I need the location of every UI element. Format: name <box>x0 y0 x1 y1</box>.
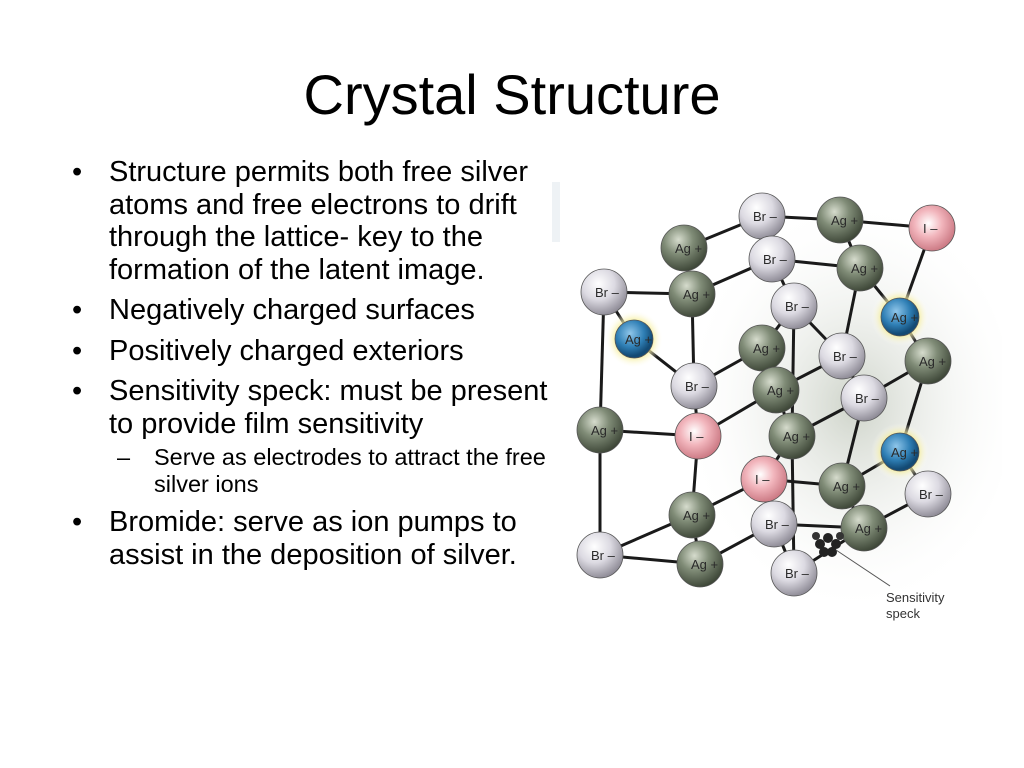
bullet-text: Bromide: serve as ion pumps to assist in… <box>109 506 517 571</box>
silver-ion: Ag + <box>752 366 800 414</box>
silver-ion: Ag + <box>768 412 816 460</box>
atom-label: Br – <box>591 548 616 563</box>
bullet-marker: • <box>72 506 83 538</box>
atom-label: I – <box>689 429 704 444</box>
silver-ion: Ag + <box>668 270 716 318</box>
bullet-marker: • <box>72 375 83 407</box>
bullet-text: Positively charged exteriors <box>109 334 464 367</box>
atom-label: Ag + <box>753 341 780 356</box>
bromide-ion: Br – <box>748 235 796 283</box>
atom-label: Ag + <box>851 261 878 276</box>
silver-ion: Ag + <box>660 224 708 272</box>
atom-label: Br – <box>753 209 778 224</box>
atom-label: Ag + <box>831 213 858 228</box>
silver-ion: Ag + <box>576 406 624 454</box>
bromide-ion: Br – <box>670 362 718 410</box>
bullet-item: • Sensitivity speck: must be present to … <box>72 375 562 498</box>
atom-label: Ag + <box>591 423 618 438</box>
silver-ion: Ag + <box>816 196 864 244</box>
callout-label-line1: Sensitivity <box>886 590 945 605</box>
bromide-ion: Br – <box>840 374 888 422</box>
atom-label: Ag + <box>783 429 810 444</box>
atom-label: Ag + <box>891 445 918 460</box>
bullet-text: Structure permits both free silver atoms… <box>109 156 529 286</box>
crystal-lattice-illustration: Br – Ag + Ag + Br – Ag + Ag + Br – I – Ag + Ag + B… <box>552 182 1002 621</box>
atom-label: Br – <box>855 391 880 406</box>
lattice-atoms: Br – Ag + Ag + Br – Ag + Ag + Br – I – Ag + Ag + B… <box>576 192 956 597</box>
silver-ion: Ag + <box>904 337 952 385</box>
bullet-item: • Structure permits both free silver ato… <box>72 156 562 286</box>
free-silver-ion: Ag + <box>871 423 929 481</box>
sub-bullet-text: Serve as electrodes to attract the free … <box>154 444 546 497</box>
silver-ion: Ag + <box>738 324 786 372</box>
light-panel <box>552 182 560 242</box>
atom-label: Ag + <box>625 332 652 347</box>
atom-label: Br – <box>765 517 790 532</box>
bromide-ion: Br – <box>818 332 866 380</box>
silver-ion: Ag + <box>836 244 884 292</box>
bullet-list: • Structure permits both free silver ato… <box>72 156 562 579</box>
bromide-ion: Br – <box>750 500 798 548</box>
atom-label: Ag + <box>691 557 718 572</box>
callout-label-line2: speck <box>886 606 920 621</box>
atom-label: Ag + <box>767 383 794 398</box>
sub-bullet-item: – Serve as electrodes to attract the fre… <box>109 444 562 498</box>
bromide-ion: Br – <box>576 531 624 579</box>
sub-bullet-list: – Serve as electrodes to attract the fre… <box>109 444 562 498</box>
bromide-ion: Br – <box>580 268 628 316</box>
bullet-item: • Positively charged exteriors <box>72 335 562 368</box>
atom-label: Br – <box>833 349 858 364</box>
bromide-ion: Br – <box>770 549 818 597</box>
silver-ion: Ag + <box>668 491 716 539</box>
atom-label: I – <box>755 472 770 487</box>
atom-label: Ag + <box>683 508 710 523</box>
crystal-lattice-figure: Br – Ag + Ag + Br – Ag + Ag + Br – I – Ag + Ag + B… <box>552 176 1002 636</box>
free-silver-ion: Ag + <box>871 288 929 346</box>
bullet-item: • Bromide: serve as ion pumps to assist … <box>72 506 562 571</box>
atom-label: Ag + <box>891 310 918 325</box>
iodide-ion: I – <box>674 412 722 460</box>
bullet-text: Sensitivity speck: must be present to pr… <box>109 375 548 440</box>
atom-label: Br – <box>685 379 710 394</box>
bullet-text: Negatively charged surfaces <box>109 294 475 326</box>
slide-title: Crystal Structure <box>303 63 721 126</box>
bullet-marker: • <box>72 156 83 188</box>
atom-label: I – <box>923 221 938 236</box>
atom-label: Ag + <box>683 287 710 302</box>
bromide-ion: Br – <box>738 192 786 240</box>
atom-label: Br – <box>785 299 810 314</box>
atom-label: Br – <box>919 487 944 502</box>
atom-label: Ag + <box>855 521 882 536</box>
bromide-ion: Br – <box>770 282 818 330</box>
callout-line <box>835 549 891 587</box>
silver-ion: Ag + <box>676 540 724 588</box>
atom-label: Br – <box>763 252 788 267</box>
atom-label: Br – <box>595 285 620 300</box>
atom-label: Br – <box>785 566 810 581</box>
iodide-ion: I – <box>740 455 788 503</box>
silver-ion: Ag + <box>818 462 866 510</box>
iodide-ion: I – <box>908 204 956 252</box>
atom-label: Ag + <box>675 241 702 256</box>
bullet-marker: • <box>72 334 83 367</box>
bullet-marker: • <box>72 294 83 326</box>
atom-label: Ag + <box>833 479 860 494</box>
bromide-ion: Br – <box>904 470 952 518</box>
free-silver-ion: Ag + <box>605 310 663 368</box>
bullet-item: • Negatively charged surfaces <box>72 294 562 327</box>
sensitivity-speck <box>812 532 844 557</box>
silver-ion: Ag + <box>840 504 888 552</box>
sub-bullet-marker: – <box>117 444 131 470</box>
atom-label: Ag + <box>919 354 946 369</box>
